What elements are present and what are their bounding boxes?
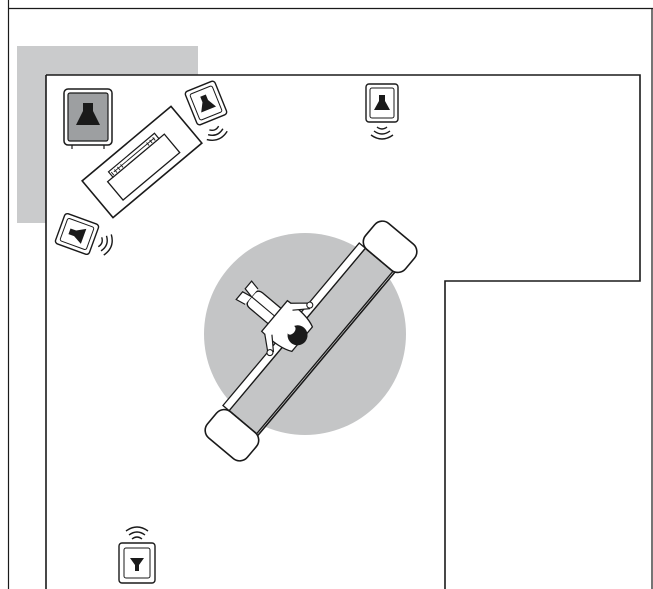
speaker-front-left-icon xyxy=(184,80,228,126)
speaker-rear-icon xyxy=(118,542,156,584)
tv-console-icon xyxy=(81,105,203,219)
sound-waves-icon xyxy=(370,126,394,140)
sound-waves-icon xyxy=(206,125,228,141)
sound-waves-icon xyxy=(97,234,113,256)
room-outline xyxy=(45,74,641,589)
listener-icon xyxy=(235,280,314,357)
sound-waves-icon xyxy=(125,526,149,540)
speaker-surround-left-icon xyxy=(54,212,100,256)
subwoofer-icon xyxy=(63,88,113,149)
shaded-area xyxy=(17,46,198,223)
speaker-center-icon xyxy=(365,83,399,123)
outer-frame xyxy=(7,0,653,589)
